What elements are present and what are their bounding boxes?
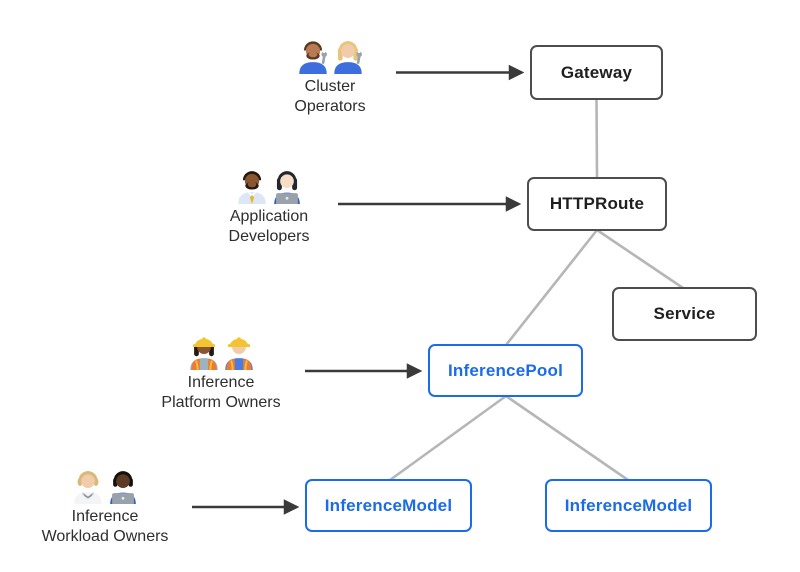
persona-label-line: Cluster [304,78,356,95]
persona-label-line: Application [229,208,309,225]
man-mechanic-icon [298,41,327,74]
edge-httproute-inferencepool [504,229,599,346]
edge-inferencepool-inferencemodel-left [389,394,507,482]
node-inferencemodel-right-label: InferenceModel [564,495,693,515]
node-httproute-label: HTTPRoute [549,194,645,213]
persona-cluster-operators: Cluster Operators [230,36,430,116]
edge-gateway-httproute [595,98,599,179]
persona-label-line: Inference [187,374,255,391]
man-technologist-icon [109,471,136,504]
node-gateway: Gateway [530,45,663,100]
node-httproute: HTTPRoute [527,177,667,231]
node-service-label: Service [653,304,716,323]
woman-technologist-icon [273,171,300,204]
node-inferencemodel-left: InferenceModel [305,479,472,532]
persona-inference-platform-owners-label: Inference Platform Owners [161,373,280,412]
edge-httproute-service [596,228,684,290]
node-inferencepool: InferencePool [428,344,583,397]
inference-workload-owners-emoji-group [69,466,142,504]
node-inferencemodel-left-label: InferenceModel [324,495,453,515]
persona-label-line: Operators [294,97,366,115]
persona-application-developers: Application Developers [169,166,369,246]
node-gateway-label: Gateway [560,62,633,82]
man-office-worker-icon [237,171,266,204]
edge-inferencepool-inferencemodel-right [505,394,629,482]
node-inferencepool-label: InferencePool [447,360,564,380]
persona-cluster-operators-label: Cluster Operators [294,77,365,116]
persona-label-line: Developers [228,227,310,245]
woman-construction-worker-icon [189,337,218,370]
persona-application-developers-label: Application Developers [229,207,310,246]
inference-platform-owners-emoji-group [185,332,258,370]
persona-inference-workload-owners: Inference Workload Owners [5,466,205,546]
persona-label-line: Workload Owners [41,527,169,545]
persona-inference-workload-owners-label: Inference Workload Owners [42,507,169,546]
persona-label-line: Inference [71,508,139,525]
man-construction-worker-icon [224,337,253,370]
persona-label-line: Platform Owners [161,393,281,411]
application-developers-emoji-group [233,166,306,204]
health-worker-icon [73,471,102,504]
node-service: Service [612,287,757,341]
cluster-operators-emoji-group [294,36,367,74]
woman-mechanic-icon [333,41,362,74]
node-inferencemodel-right: InferenceModel [545,479,712,532]
persona-inference-platform-owners: Inference Platform Owners [121,332,321,412]
